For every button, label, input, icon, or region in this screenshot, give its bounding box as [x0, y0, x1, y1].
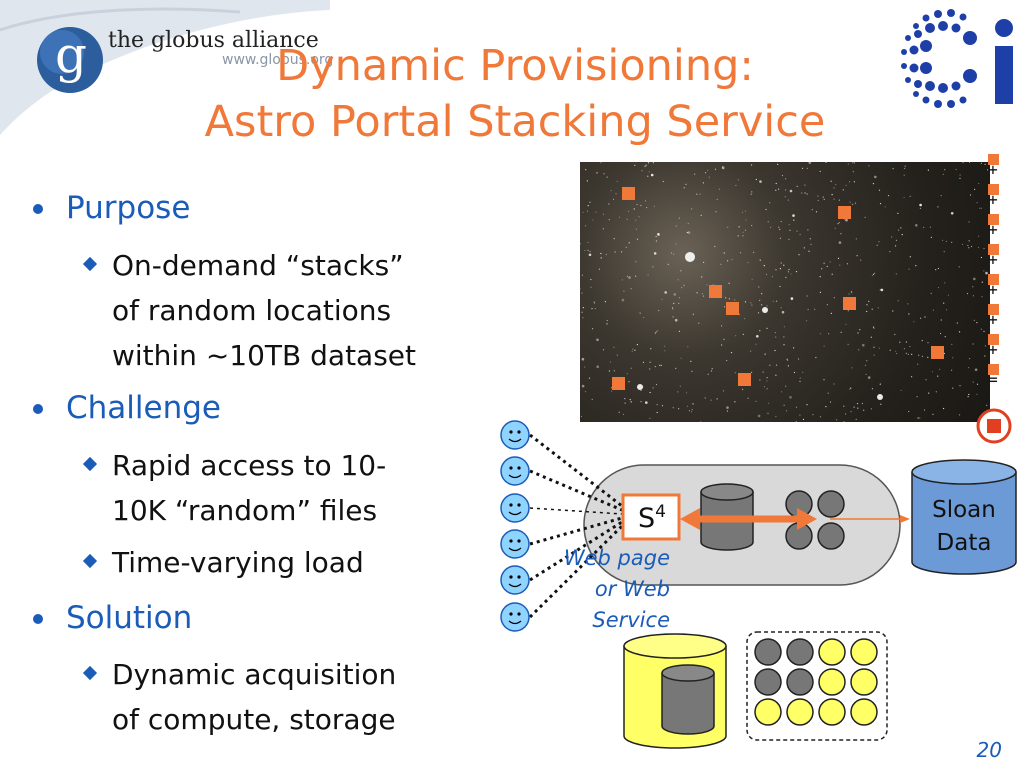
sub-bullet-time-varying: Time-varying load: [82, 540, 364, 585]
sub-bullet-on-demand: On-demand “stacks” of random locations w…: [82, 243, 416, 378]
yellow-storage-cylinder-icon: [623, 633, 727, 749]
globus-logo-glyph: g: [55, 26, 88, 84]
sloan-data-label-line: Data: [936, 530, 992, 556]
sloan-data-label: Sloan Data: [912, 494, 1016, 560]
bullet-dot-icon: [33, 204, 43, 214]
compute-nodes: [785, 490, 845, 550]
stack-square-icon: [988, 244, 999, 255]
sample-location-marker: [843, 297, 856, 310]
sloan-data-label-line: Sloan: [932, 497, 996, 523]
sub-bullet-line: within ~10TB dataset: [112, 339, 416, 372]
sub-bullet-line: of random locations: [112, 294, 392, 327]
s4-label-text: S: [638, 503, 656, 534]
sample-location-marker: [738, 373, 751, 386]
stacked-result-icon: [976, 408, 1012, 444]
web-service-label-line: Service: [592, 608, 670, 632]
user-face-icon: [500, 493, 530, 523]
slide-title-line-1: Dynamic Provisioning:: [276, 41, 754, 91]
page-number: 20: [976, 738, 1002, 762]
bullet-challenge-label: Challenge: [66, 390, 221, 426]
stack-square-icon: [988, 304, 999, 315]
stack-operator: =: [988, 370, 998, 389]
s4-label-superscript: 4: [655, 502, 666, 522]
bullet-solution: Solution: [33, 600, 193, 636]
stack-operator: +: [988, 160, 998, 179]
stack-operator: +: [988, 310, 998, 329]
bullet-purpose: Purpose: [33, 190, 191, 226]
globus-logo-name: the globus alliance: [108, 28, 319, 53]
stack-square-icon: [988, 154, 999, 165]
user-connection-lines: [528, 433, 624, 619]
sky-survey-image: [580, 162, 990, 422]
stack-square-icon: [988, 184, 999, 195]
sample-location-marker: [612, 377, 625, 390]
bullet-challenge: Challenge: [33, 390, 221, 426]
user-face-icon: [500, 602, 530, 632]
slide-title: Dynamic Provisioning: Astro Portal Stack…: [130, 38, 900, 150]
globus-logo-swoosh-icon: [0, 0, 330, 135]
ci-logo-icon: [901, 9, 1013, 108]
bullet-purpose-label: Purpose: [66, 190, 191, 226]
sub-bullet-line: of compute, storage: [112, 703, 396, 736]
bullet-solution-label: Solution: [66, 600, 193, 636]
star-field: [580, 162, 990, 422]
web-service-label: Web page or Web Service: [530, 543, 670, 636]
stack-operator: +: [988, 250, 998, 269]
sub-bullet-line: On-demand “stacks”: [112, 249, 404, 282]
globus-logo-url: www.globus.org: [222, 52, 334, 68]
s4-service-box: [621, 493, 681, 541]
sample-location-marker: [622, 187, 635, 200]
sub-bullet-line: Rapid access to 10-: [112, 449, 387, 482]
sloan-data-cylinder-icon: [911, 459, 1017, 575]
architecture-diagram: [500, 420, 1017, 749]
user-icons: [500, 420, 530, 632]
stack-operator: +: [988, 280, 998, 299]
sample-location-marker: [931, 346, 944, 359]
bullet-dot-icon: [33, 614, 43, 624]
stack-square-icon: [988, 214, 999, 225]
sample-location-marker: [726, 302, 739, 315]
sub-bullet-line: 10K “random” files: [112, 494, 378, 527]
sample-location-marker: [709, 285, 722, 298]
user-face-icon: [500, 420, 530, 450]
web-service-label-line: or Web: [594, 577, 670, 601]
sub-bullet-dynamic-acquisition: Dynamic acquisition of compute, storage: [82, 652, 397, 742]
diamond-bullet-icon: [82, 553, 98, 569]
sample-location-marker: [838, 206, 851, 219]
stack-operator: +: [988, 190, 998, 209]
user-face-icon: [500, 456, 530, 486]
dynamic-compute-nodes: [754, 638, 878, 726]
web-service-label-line: Web page: [563, 546, 670, 570]
diamond-bullet-icon: [82, 665, 98, 681]
sub-bullet-line: Time-varying load: [112, 546, 364, 579]
sub-bullet-line: Dynamic acquisition: [112, 658, 397, 691]
user-face-icon: [500, 529, 530, 559]
slide-title-line-2: Astro Portal Stacking Service: [204, 97, 826, 147]
stack-column: + + + + + + + =: [980, 154, 1006, 444]
diamond-bullet-icon: [82, 456, 98, 472]
stack-operator: +: [988, 340, 998, 359]
stack-square-icon: [988, 274, 999, 285]
s4-service-label: S4: [624, 502, 680, 534]
diamond-bullet-icon: [82, 256, 98, 272]
sub-bullet-rapid-access: Rapid access to 10- 10K “random” files: [82, 443, 387, 533]
stack-square-icon: [988, 364, 999, 375]
double-arrow-icon: [680, 508, 817, 530]
stack-operator: +: [988, 220, 998, 239]
stack-square-icon: [988, 334, 999, 345]
user-face-icon: [500, 565, 530, 595]
bullet-dot-icon: [33, 404, 43, 414]
globus-logo: g the globus alliance www.globus.org: [0, 0, 334, 150]
